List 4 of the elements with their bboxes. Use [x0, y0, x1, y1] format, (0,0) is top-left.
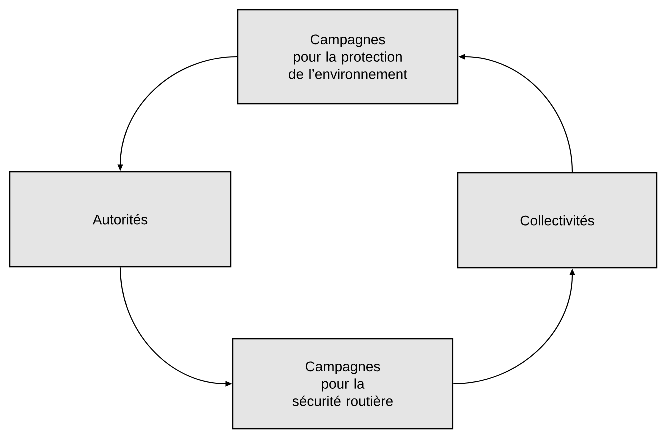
- process-box: Autorités: [9, 171, 232, 268]
- process-box: Campagnes pour la sécurité routière: [232, 338, 454, 430]
- process-box: Campagnes pour la protection de l’environnement: [237, 9, 459, 105]
- process-box: Collectivités: [457, 172, 658, 269]
